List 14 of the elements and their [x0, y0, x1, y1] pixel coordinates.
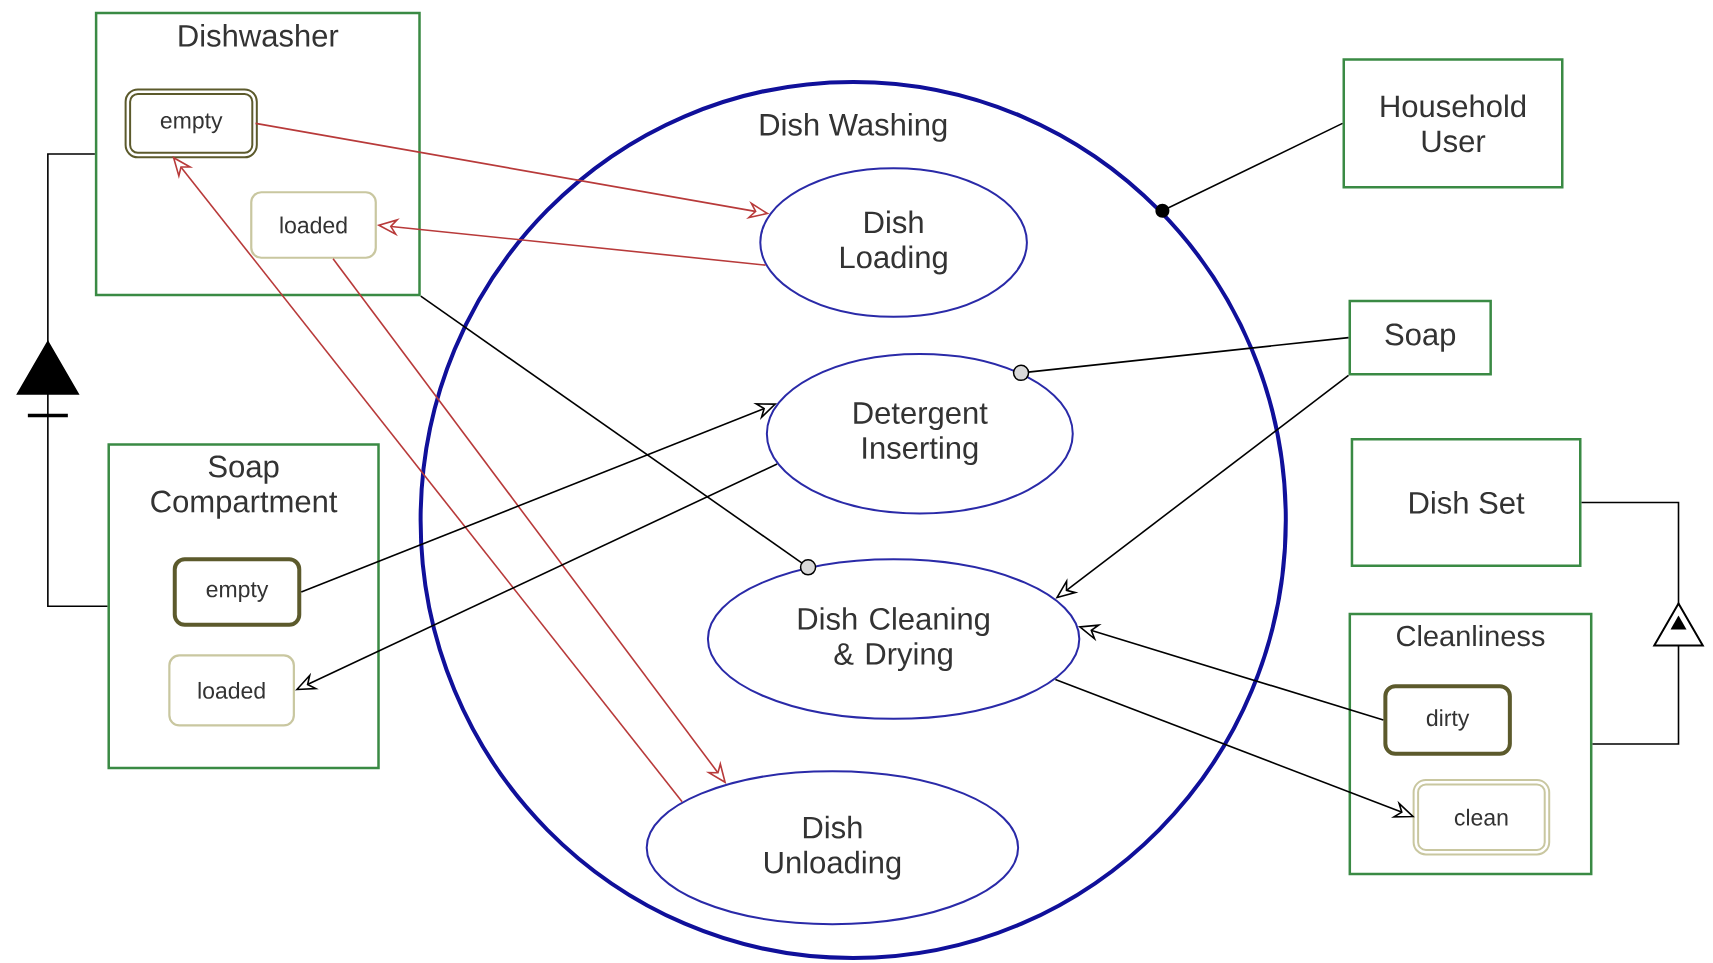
instrument-link	[419, 295, 817, 576]
state-box: dirty	[1383, 684, 1512, 756]
state-box: loaded	[168, 654, 295, 727]
state-box: empty	[172, 557, 302, 627]
state-box: empty	[124, 88, 258, 159]
agent-link	[1155, 122, 1344, 218]
arrow	[172, 156, 683, 803]
state-box: clean	[1412, 779, 1551, 856]
aggregation-link	[16, 153, 109, 608]
object-box: Dish Set	[1350, 437, 1582, 568]
state-box: loaded	[250, 191, 377, 259]
object-box: Household User	[1342, 58, 1564, 189]
object-box: Soap	[1348, 299, 1492, 376]
instrument-link	[1012, 336, 1350, 382]
